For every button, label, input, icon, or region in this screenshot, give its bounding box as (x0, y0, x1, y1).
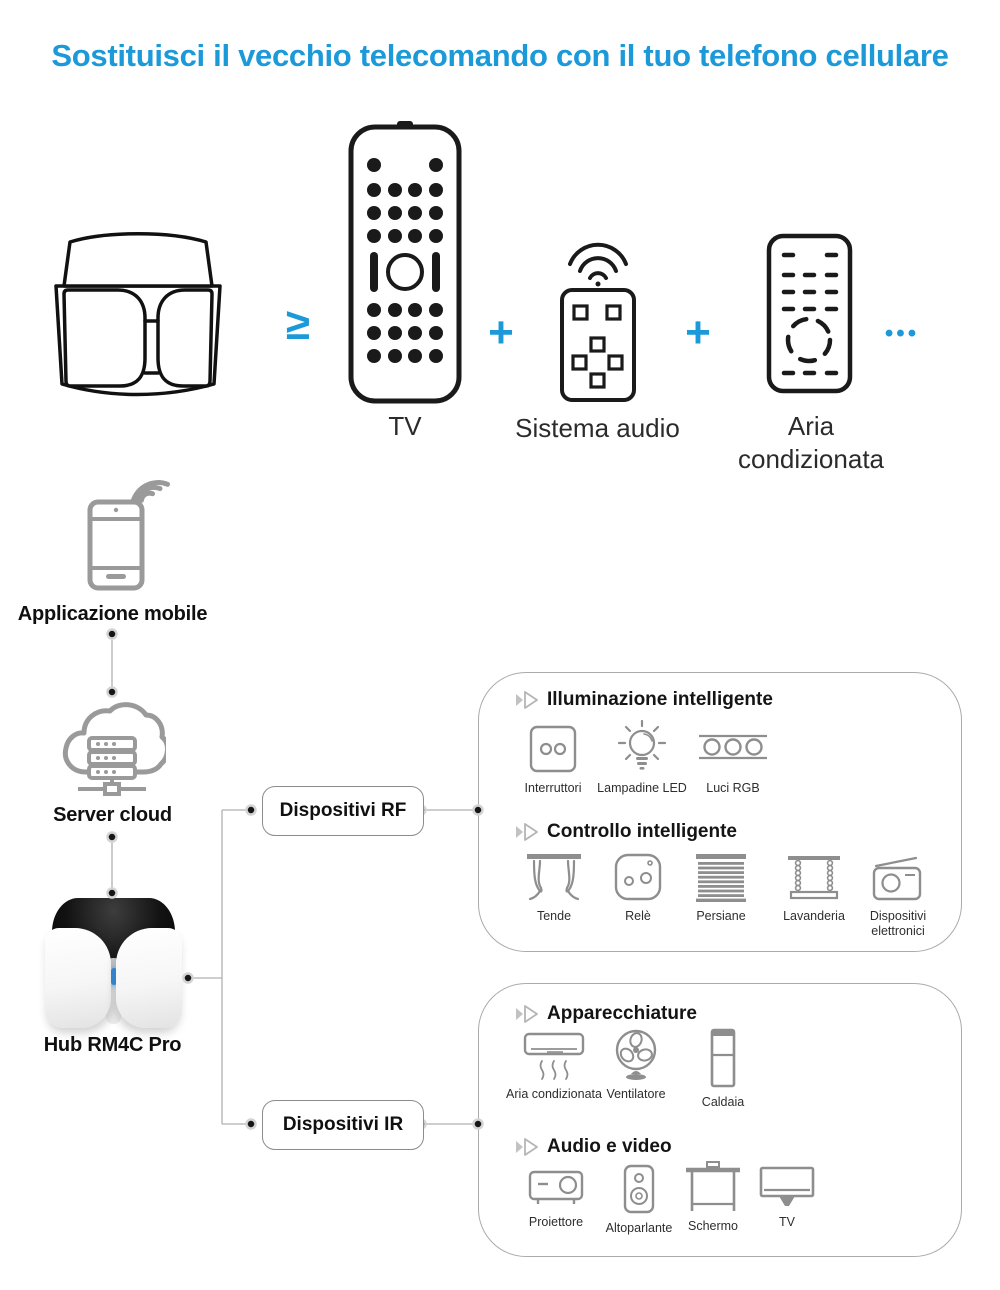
item-lampadine-led: Lampadine LED (596, 719, 688, 796)
speaker-icon (596, 1161, 682, 1215)
more-devices-icon: ••• (884, 320, 920, 347)
hub-right-panel (116, 928, 182, 1028)
double-play-icon (516, 1138, 538, 1156)
item-rele: Relè (596, 851, 680, 924)
item-persiane: Persiane (679, 851, 763, 924)
projector-icon (513, 1161, 599, 1209)
item-label: Persiane (696, 909, 746, 923)
blinds-icon (679, 851, 763, 903)
item-label: Lavanderia (783, 909, 845, 923)
section-controllo: Controllo intelligente (515, 821, 737, 843)
plus-symbol: + (488, 308, 514, 357)
item-label: Altoparlante (605, 1221, 673, 1235)
item-altoparlante: Altoparlante (596, 1161, 682, 1236)
rf-devices-box: Dispositivi RF (262, 786, 424, 836)
item-label: Ventilatore (606, 1087, 666, 1101)
item-tv: TV (744, 1161, 830, 1230)
page-title: Sostituisci il vecchio telecomando con i… (51, 38, 949, 73)
section-apparecchiature: Apparecchiature (515, 1003, 697, 1025)
item-label: Lampadine LED (597, 781, 687, 795)
item-interruttori: Interruttori (507, 719, 599, 796)
item-tende: Tende (512, 851, 596, 924)
double-play-icon (516, 691, 538, 709)
air-conditioner-icon (506, 1029, 602, 1081)
mobile-phone-icon (87, 480, 171, 591)
rf-devices-panel: Illuminazione intelligente Interruttori (478, 672, 962, 952)
item-label: Luci RGB (706, 781, 760, 795)
fan-icon (588, 1029, 684, 1081)
item-label: Aria condizionata (506, 1087, 602, 1101)
relay-icon (596, 851, 680, 903)
hub-status-led (111, 968, 117, 985)
ac-remote-icon (766, 233, 853, 394)
double-play-icon (516, 823, 538, 841)
cloud-server-icon (62, 702, 166, 796)
item-caldaia: Caldaia (675, 1028, 771, 1110)
section-audio-video: Audio e video (515, 1136, 672, 1158)
rf-devices-label: Dispositivi RF (279, 800, 407, 821)
double-play-icon (516, 1005, 538, 1023)
item-label: Interruttori (524, 781, 582, 795)
hub-left-panel (45, 928, 111, 1028)
hub-outline-icon (54, 232, 222, 397)
tv-icon (744, 1161, 830, 1209)
item-label: Proiettore (528, 1215, 584, 1229)
item-label: TV (779, 1215, 795, 1229)
rgb-strip-icon (687, 719, 779, 775)
projection-screen-icon (670, 1161, 756, 1213)
led-bulb-icon (596, 719, 688, 775)
item-proiettore: Proiettore (513, 1161, 599, 1230)
item-lavanderia: Lavanderia (772, 851, 856, 924)
ir-devices-box: Dispositivi IR (262, 1100, 424, 1150)
section-title: Illuminazione intelligente (547, 689, 773, 710)
item-label: Caldaia (701, 1095, 745, 1109)
plus-symbol: + (685, 308, 711, 357)
remote-label-audio: Sistema audio (515, 413, 680, 443)
item-label: Schermo (687, 1219, 739, 1233)
item-luci-rgb: Luci RGB (687, 719, 779, 796)
section-title: Audio e video (547, 1136, 672, 1157)
server-cloud-label: Server cloud (53, 804, 172, 826)
section-title: Controllo intelligente (547, 821, 737, 842)
hub-label: Hub RM4C Pro (43, 1034, 182, 1056)
item-label: Tende (536, 909, 572, 923)
wall-switch-icon (507, 719, 599, 775)
item-label: Relè (625, 909, 651, 923)
item-dispositivi-elettronici: Dispositivi elettronici (856, 851, 940, 939)
radio-icon (856, 851, 940, 903)
remote-label-tv: TV (388, 411, 422, 441)
boiler-icon (675, 1028, 771, 1089)
item-aria-condizionata: Aria condizionata (506, 1029, 602, 1102)
section-illuminazione: Illuminazione intelligente (515, 689, 773, 711)
item-ventilatore: Ventilatore (588, 1029, 684, 1102)
remote-label-ac: Aria condizionata (738, 411, 884, 474)
tv-remote-icon (348, 121, 462, 404)
hub-rm4c-pro-photo (45, 898, 182, 1030)
laundry-rack-icon (772, 851, 856, 903)
item-schermo: Schermo (670, 1161, 756, 1234)
ir-devices-label: Dispositivi IR (282, 1114, 404, 1135)
item-label: Dispositivi elettronici (869, 909, 927, 938)
audio-remote-icon (560, 242, 636, 402)
mobile-app-label: Applicazione mobile (17, 603, 208, 625)
greater-equal-symbol: ≥ (285, 300, 311, 349)
curtains-icon (512, 851, 596, 903)
ir-devices-panel: Apparecchiature Aria condizionata (478, 983, 962, 1257)
section-title: Apparecchiature (547, 1003, 697, 1024)
